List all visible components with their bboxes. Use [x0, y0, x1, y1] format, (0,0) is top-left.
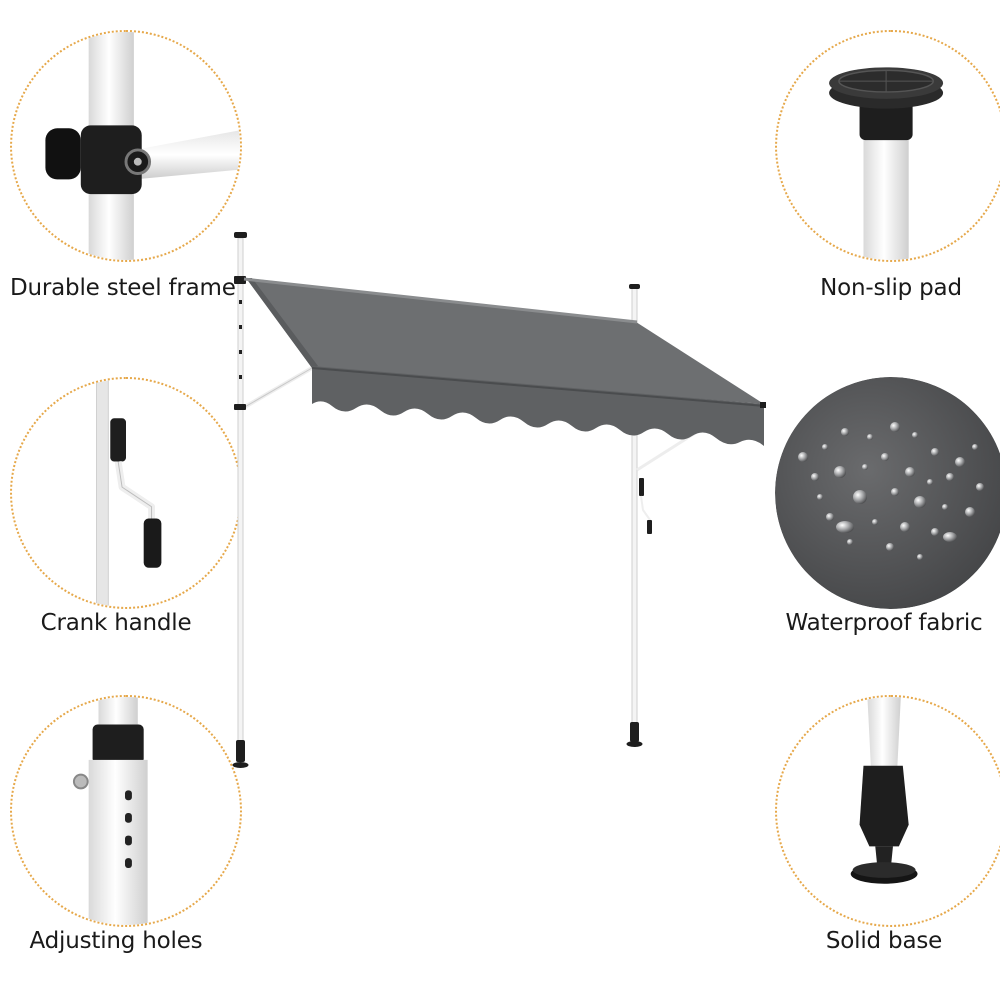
holes-label: Adjusting holes: [29, 928, 203, 954]
crank-detail-circle: [10, 377, 242, 609]
base-label: Solid base: [825, 928, 943, 954]
awning-product-image: [232, 232, 766, 768]
scalloped-valance: [312, 366, 764, 446]
crank-handle-image: [96, 379, 162, 607]
fabric-detail-circle: [775, 377, 1000, 609]
pad-label: Non-slip pad: [820, 275, 962, 301]
crank-label: Crank handle: [40, 610, 192, 636]
frame-detail-circle: [10, 30, 242, 262]
holes-detail-circle: [10, 695, 242, 927]
non-slip-pad-image: [829, 67, 944, 260]
left-pole: [237, 237, 244, 759]
pad-detail-circle: [775, 30, 1000, 262]
waterproof-fabric-image: [775, 377, 1000, 609]
solid-base-image: [850, 697, 918, 884]
adjusting-holes-image: [72, 697, 148, 925]
steel-frame-image: [45, 32, 240, 260]
frame-label: Durable steel frame: [10, 275, 236, 301]
fabric-label: Waterproof fabric: [785, 610, 983, 636]
base-detail-circle: [775, 695, 1000, 927]
